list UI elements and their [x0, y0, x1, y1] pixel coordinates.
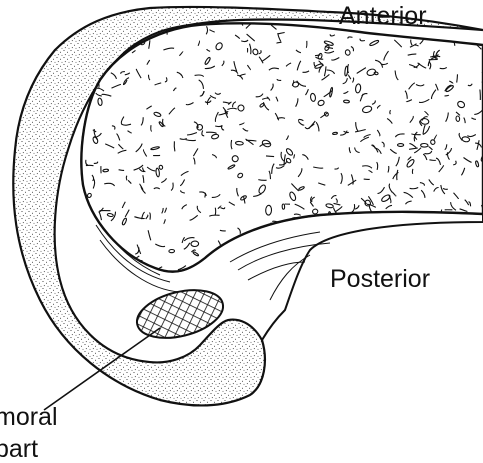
trabecula-mark: [347, 235, 349, 241]
label-part-line2: part: [0, 437, 38, 462]
trabecula-mark: [465, 35, 466, 40]
trabecula-mark: [246, 140, 256, 141]
trabecula-mark: [276, 42, 281, 43]
trabecula-mark: [459, 268, 463, 269]
trabecula-mark: [374, 254, 375, 258]
trabecula-mark: [454, 236, 455, 242]
trabecula-mark: [374, 236, 382, 242]
trabecula-mark: [368, 231, 372, 233]
trabecula-mark: [302, 21, 312, 25]
trabecula-pore: [408, 238, 413, 248]
trabecula-mark: [475, 260, 483, 261]
trabecula-mark: [448, 34, 452, 39]
label-posterior: Posterior: [330, 267, 430, 292]
trabecula-mark: [400, 239, 405, 242]
trabecula-mark: [364, 260, 374, 262]
trabecula-mark: [412, 169, 413, 174]
trabecula-mark: [342, 240, 349, 248]
trabecula-mark: [442, 243, 453, 244]
trabecula-pore: [434, 232, 441, 238]
trabecula-mark: [471, 245, 474, 250]
trabecula-mark: [462, 21, 470, 23]
trabecula-mark: [174, 141, 175, 151]
trabecula-mark: [312, 264, 316, 267]
trabecula-mark: [382, 229, 387, 230]
trabecula-mark: [468, 234, 476, 241]
trabecula-mark: [465, 267, 474, 269]
trabecula-mark: [266, 156, 274, 157]
trabecula-mark: [417, 249, 422, 252]
label-part-line1: moral: [0, 405, 58, 430]
trabecula-mark: [433, 260, 437, 268]
trabecula-mark: [376, 228, 378, 236]
trabecula-mark: [398, 233, 399, 241]
anatomical-illustration: [0, 0, 483, 449]
trabecula-mark: [379, 241, 383, 246]
trabecula-mark: [350, 249, 359, 254]
trabecula-mark: [470, 30, 477, 38]
trabecula-pore: [452, 34, 461, 39]
trabecula-pore: [343, 257, 349, 263]
trabecula-mark: [473, 18, 474, 26]
trabecula-mark: [424, 252, 433, 257]
trabecula-mark: [390, 234, 398, 238]
trabecula-mark: [205, 193, 206, 198]
trabecula-mark: [435, 232, 437, 240]
trabecula-mark: [411, 252, 418, 254]
trabecula-mark: [409, 233, 416, 235]
trabecula-mark: [367, 245, 373, 250]
trabecula-mark: [446, 238, 449, 243]
label-anterior: Anterior: [339, 4, 427, 29]
trabecula-mark: [407, 232, 412, 236]
trabecula-mark: [220, 230, 226, 231]
trabecula-mark: [427, 253, 432, 256]
trabecula-mark: [447, 259, 457, 260]
trabecula-mark: [356, 244, 365, 249]
trabecula-mark: [443, 245, 451, 252]
trabecula-mark: [471, 39, 473, 43]
trabecula-mark: [339, 244, 344, 247]
trabecula-mark: [458, 227, 461, 233]
trabecula-mark: [341, 260, 351, 262]
